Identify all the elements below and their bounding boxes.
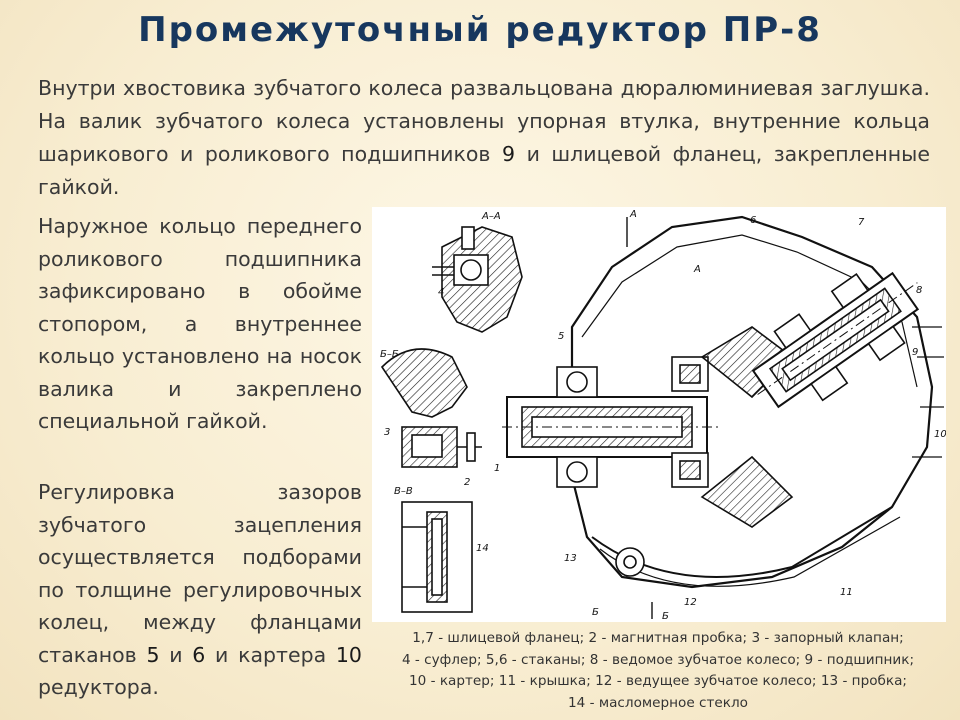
- bearing-mid: [671, 356, 709, 488]
- adjustment-text-3: и картера: [215, 642, 327, 667]
- figure-caption: 1,7 - шлицевой фланец; 2 - магнитная про…: [370, 628, 946, 714]
- label-a-a: А–А: [481, 211, 501, 222]
- label-v-v: В–В: [394, 486, 413, 497]
- label-b-b: Б–Б: [380, 349, 399, 360]
- callout-10: 10: [934, 429, 946, 440]
- callout-6: 6: [750, 215, 756, 226]
- callout-9: 9: [912, 347, 918, 358]
- callout-13: 13: [564, 553, 577, 564]
- adjustment-text-4: редуктора.: [38, 675, 159, 699]
- callout-3: 3: [384, 427, 390, 438]
- gearbox-drawing: А–А Б–Б В–В А А Б Б 1 2 3 4 5 6 7 8 9 10…: [372, 207, 946, 622]
- callout-5: 5: [558, 331, 564, 342]
- adjustment-text-1: Регулировка зазоров зубчатого зацепления…: [38, 480, 362, 667]
- callout-4: 4: [438, 287, 444, 298]
- adjustment-number-6: 6: [192, 642, 206, 667]
- bearing-left: [556, 366, 598, 488]
- adjustment-text-2: и: [169, 642, 183, 667]
- label-b-right: Б: [662, 611, 669, 622]
- adjustment-number-5: 5: [146, 642, 160, 667]
- caption-line-3: 10 - картер; 11 - крышка; 12 - ведущее з…: [408, 673, 908, 689]
- label-b-left: Б: [592, 607, 599, 618]
- callout-14: 14: [476, 543, 489, 554]
- paragraph-bearing: Наружное кольцо переднего роликового под…: [38, 214, 362, 433]
- caption-line-2: 4 - суфлер; 5,6 - стаканы; 8 - ведомое з…: [401, 651, 915, 668]
- caption-line-1: 1,7 - шлицевой фланец; 2 - магнитная про…: [412, 630, 904, 646]
- section-v-v-inset: [401, 501, 473, 613]
- section-a-a-inset: [432, 226, 523, 333]
- intro-text-1: Внутри хвостовика зубчатого колеса разва…: [38, 76, 930, 166]
- paragraph-adjustment: Регулировка зазоров зубчатого зацепления…: [38, 476, 362, 704]
- main-gearbox-section: [502, 215, 944, 619]
- label-a-mid: А: [693, 264, 701, 275]
- label-a-top: А: [629, 209, 637, 220]
- intro-paragraph: Внутри хвостовика зубчатого колеса разва…: [38, 72, 930, 204]
- callout-11: 11: [840, 587, 853, 598]
- callout-1: 1: [494, 463, 500, 474]
- page-title: Промежуточный редуктор ПР-8: [138, 10, 822, 50]
- caption-line-4: 14 - масломерное стекло: [567, 694, 749, 711]
- callout-12: 12: [684, 597, 697, 608]
- intro-text-2: и шлицевой фланец, закрепленные гайкой.: [38, 142, 930, 199]
- intro-number: 9: [502, 142, 516, 166]
- callout-7: 7: [858, 217, 865, 228]
- callout-2: 2: [464, 477, 470, 488]
- section-b-b-inset: [380, 348, 482, 468]
- adjustment-number-10: 10: [335, 642, 362, 667]
- callout-8: 8: [916, 285, 922, 296]
